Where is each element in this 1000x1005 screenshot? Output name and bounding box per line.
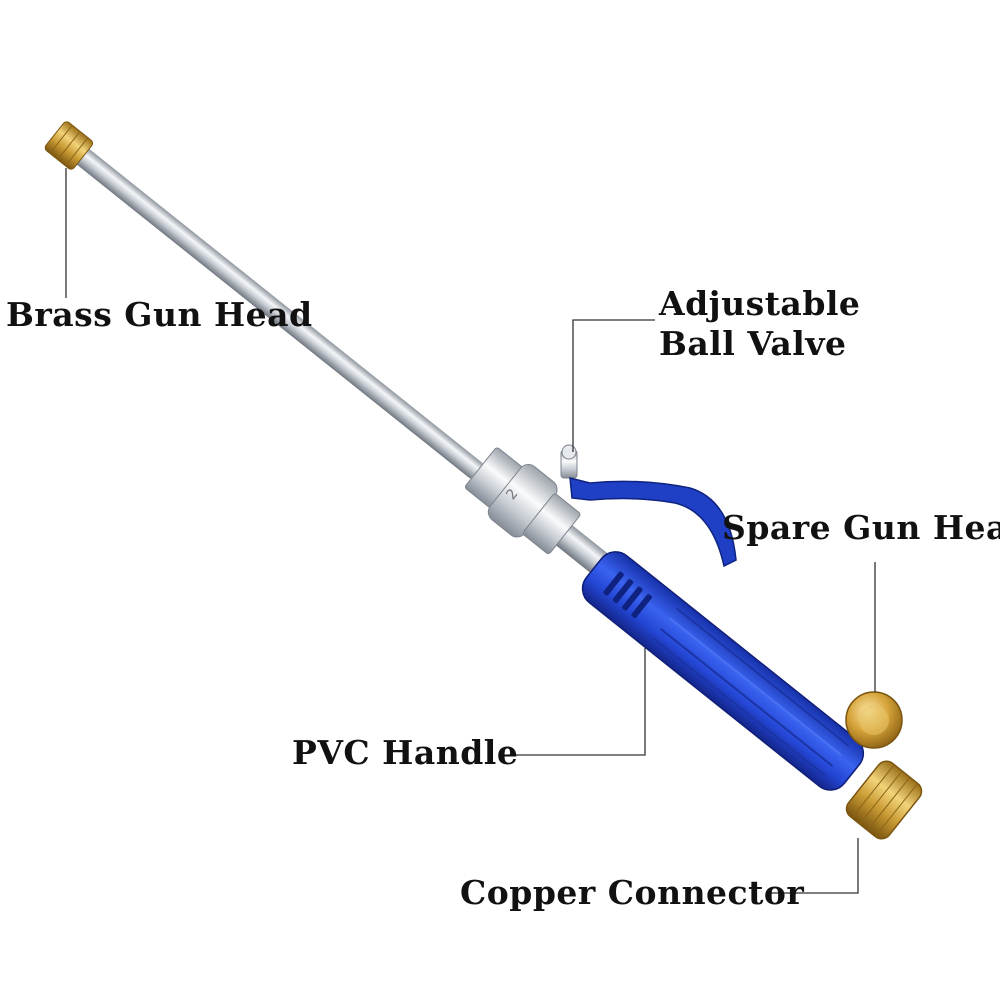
label-adjustable-ball-valve: Adjustable Ball Valve: [659, 284, 860, 363]
label-pvc-handle: PVC Handle: [292, 733, 519, 772]
label-brass-gun-head: Brass Gun Head: [6, 295, 313, 334]
valve-lever: [569, 477, 737, 568]
leader-ball-valve: [572, 319, 655, 452]
valve-stem: [560, 444, 578, 479]
spare-gun-head-cap: [845, 691, 903, 749]
leader-pvc-handle: [508, 648, 646, 756]
steel-tube: [67, 141, 484, 479]
brass-gun-head: [44, 121, 94, 170]
ball-valve-body: 2: [464, 447, 581, 555]
leader-copper-connector: [768, 838, 859, 894]
label-ball-valve-line1: Adjustable: [659, 284, 861, 323]
copper-connector-fitting: [845, 760, 923, 840]
label-copper-connector: Copper Connector: [460, 873, 805, 912]
pvc-handle-shape: [581, 551, 865, 791]
label-spare-gun-head: Spare Gun Head: [722, 508, 1000, 547]
label-ball-valve-line2: Ball Valve: [659, 323, 847, 363]
